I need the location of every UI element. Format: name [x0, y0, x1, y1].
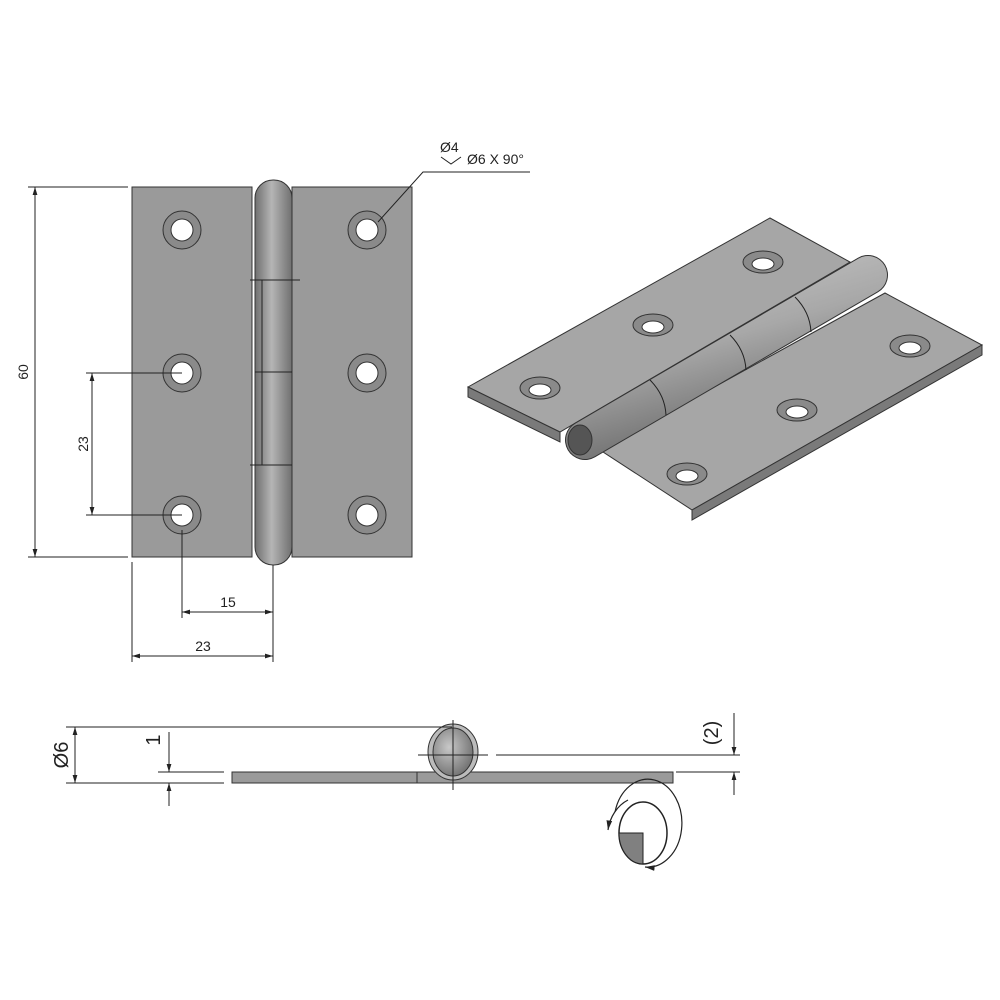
hole-to-axis-label: 15	[220, 594, 236, 610]
extension-lines	[28, 186, 128, 558]
hole	[347, 353, 387, 393]
leaf-width-label: 23	[195, 638, 211, 654]
extension-lines	[86, 372, 182, 516]
callout-leader-line	[377, 171, 530, 223]
reference-offset-label: (2)	[701, 721, 723, 745]
extension-lines	[131, 530, 274, 662]
center-mark	[418, 720, 488, 790]
front-view: 60 23 15 23 Ø4 Ø6 X 90°	[15, 139, 530, 662]
extension-lines	[66, 726, 740, 784]
side-right-leaf	[416, 771, 674, 784]
hole-pitch-label: 23	[75, 436, 91, 452]
iso-barrel	[566, 256, 887, 459]
countersink-callout: Ø6 X 90°	[467, 151, 524, 167]
iso-left-leaf-edge	[467, 386, 561, 443]
hole	[162, 210, 202, 250]
projection-symbol-icon	[606, 778, 683, 871]
knuckle-segment-lines	[250, 279, 300, 466]
iso-knuckle-joints	[649, 296, 812, 416]
side-view: Ø6 1 (2)	[51, 713, 740, 806]
side-left-leaf	[231, 771, 418, 784]
thickness-label: 1	[143, 734, 165, 745]
barrel-diameter-label: Ø6	[51, 742, 73, 769]
iso-pin-end	[567, 424, 593, 456]
hole	[347, 495, 387, 535]
hole-diameter-callout: Ø4	[440, 139, 459, 155]
isometric-view	[466, 217, 984, 521]
countersink-icon	[440, 156, 462, 165]
hole	[347, 210, 387, 250]
iso-holes	[519, 250, 931, 486]
mounting-holes	[162, 210, 387, 535]
iso-right-leaf-edge	[691, 344, 983, 521]
overall-height-label: 60	[15, 364, 31, 380]
